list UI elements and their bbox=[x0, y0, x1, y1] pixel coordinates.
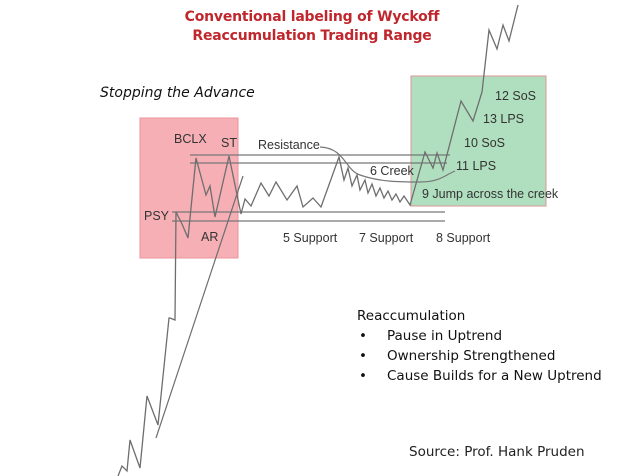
price-path bbox=[117, 4, 519, 476]
label-jump-creek: 9 Jump across the creek bbox=[422, 187, 559, 201]
label-psy: PSY bbox=[144, 209, 170, 223]
support-lines bbox=[172, 211, 445, 222]
note-item: Pause in Uptrend bbox=[357, 326, 602, 346]
label-support-5: 5 Support bbox=[283, 231, 338, 245]
label-support-7: 7 Support bbox=[359, 231, 414, 245]
label-creek: 6 Creek bbox=[370, 164, 415, 178]
stopping-the-advance-caption: Stopping the Advance bbox=[100, 85, 255, 101]
label-bclx: BCLX bbox=[174, 132, 207, 146]
source-credit: Source: Prof. Hank Pruden bbox=[409, 444, 585, 460]
notes-list: Pause in Uptrend Ownership Strengthened … bbox=[357, 326, 602, 386]
diagram-title: Conventional labeling of Wyckoff Reaccum… bbox=[0, 8, 624, 46]
note-item: Cause Builds for a New Uptrend bbox=[357, 366, 602, 386]
title-line-1: Conventional labeling of Wyckoff bbox=[184, 9, 440, 25]
label-sos-12: 12 SoS bbox=[495, 89, 536, 103]
label-resistance: Resistance bbox=[258, 138, 320, 152]
note-item: Ownership Strengthened bbox=[357, 346, 602, 366]
resistance-lines bbox=[190, 154, 450, 164]
title-line-2: Reaccumulation Trading Range bbox=[192, 28, 432, 44]
notes-heading: Reaccumulation bbox=[357, 308, 466, 324]
label-support-8: 8 Support bbox=[436, 231, 491, 245]
reaccumulation-notes: Reaccumulation Pause in Uptrend Ownershi… bbox=[357, 306, 602, 386]
label-lps-11: 11 LPS bbox=[456, 159, 496, 173]
label-ar: AR bbox=[201, 230, 218, 244]
label-sos-10: 10 SoS bbox=[464, 136, 505, 150]
creek-curve bbox=[319, 146, 456, 183]
label-st: ST bbox=[221, 136, 237, 150]
st-trendline bbox=[155, 175, 244, 439]
label-lps-13: 13 LPS bbox=[483, 112, 524, 126]
breakout-box bbox=[410, 75, 547, 207]
